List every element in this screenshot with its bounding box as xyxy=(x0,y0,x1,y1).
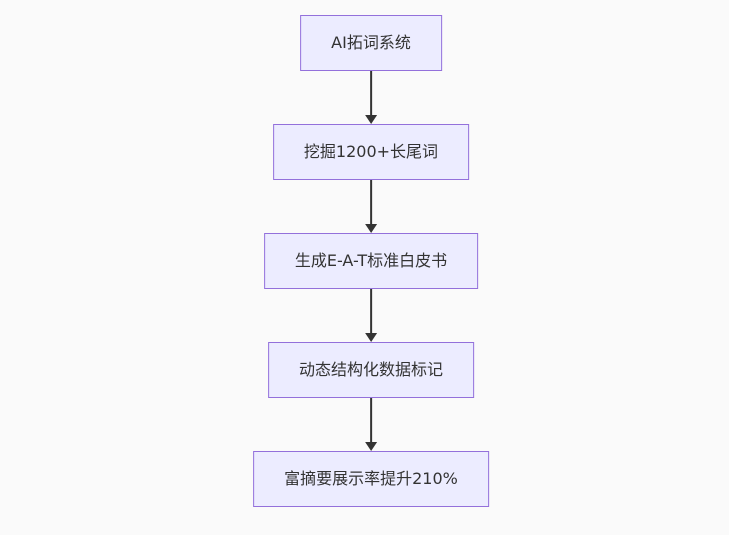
flowchart-node-eat-whitepaper: 生成E-A-T标准白皮书 xyxy=(263,233,479,289)
flowchart-node-rich-snippet-result: 富摘要展示率提升210% xyxy=(253,451,489,507)
arrow-line xyxy=(370,71,372,115)
arrow-line xyxy=(370,180,372,224)
arrow-down-icon xyxy=(365,115,377,124)
flowchart-node-longtail-keywords: 挖掘1200+长尾词 xyxy=(272,124,470,180)
flowchart-node-structured-data: 动态结构化数据标记 xyxy=(267,342,474,398)
arrow-down-icon xyxy=(365,224,377,233)
arrow-down-icon xyxy=(365,333,377,342)
flow-arrow-4 xyxy=(365,398,377,451)
arrow-down-icon xyxy=(365,442,377,451)
flow-arrow-2 xyxy=(365,180,377,233)
flow-arrow-3 xyxy=(365,289,377,342)
arrow-line xyxy=(370,398,372,442)
flowchart: AI拓词系统 挖掘1200+长尾词 生成E-A-T标准白皮书 动态结构化数据标记… xyxy=(253,15,489,507)
flowchart-node-ai-word-system: AI拓词系统 xyxy=(300,15,442,71)
arrow-line xyxy=(370,289,372,333)
flow-arrow-1 xyxy=(365,71,377,124)
